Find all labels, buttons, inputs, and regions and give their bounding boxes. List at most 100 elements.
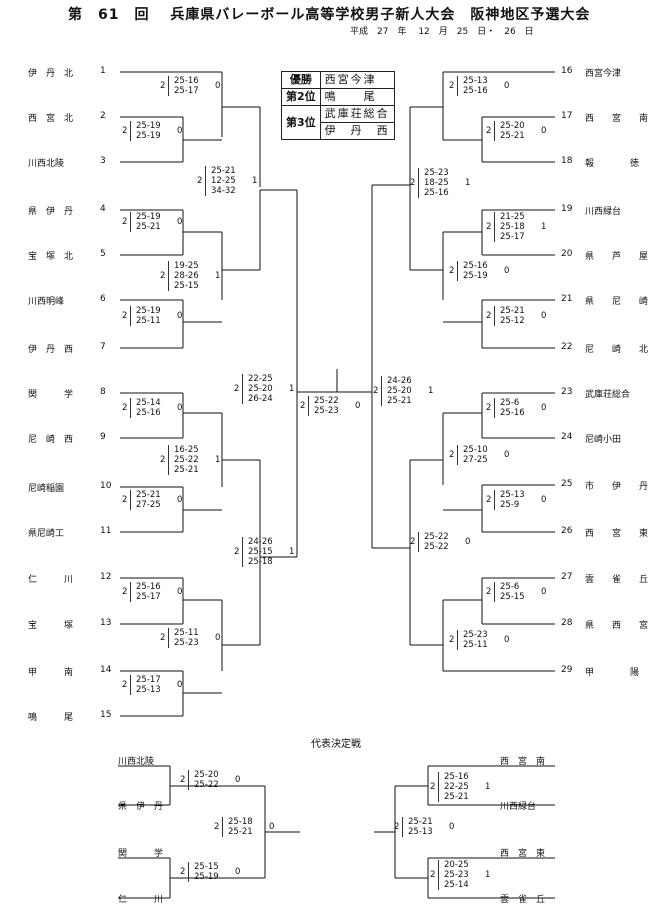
set-score: 25-11	[463, 640, 488, 650]
sets-won: 2	[486, 587, 492, 597]
score-bracket	[188, 770, 234, 790]
set-score: 25-18	[228, 817, 253, 827]
team-cell: 西宮今津	[319, 71, 395, 89]
event-dates: 平成 27 年 12 月 25 日・ 26 日	[350, 27, 534, 37]
set-score: 25-21	[136, 490, 161, 500]
team-cell: 伊 丹 西	[319, 122, 395, 140]
score-bracket	[418, 532, 464, 552]
team-name: 尼 崎 西	[28, 435, 74, 445]
team-name: 西宮今津	[585, 69, 622, 79]
set-score: 25-23	[314, 406, 339, 416]
score-bracket	[205, 166, 251, 196]
score-bracket	[457, 630, 503, 650]
set-score: 25-21	[500, 131, 525, 141]
set-score: 25-13	[408, 827, 433, 837]
seed-number: 8	[100, 387, 106, 397]
sets-won: 2	[486, 403, 492, 413]
set-score: 22-25	[444, 782, 469, 792]
set-score: 25-16	[424, 188, 449, 198]
sets-lost: 0	[177, 587, 183, 597]
team-name: 市 伊 丹	[585, 482, 649, 492]
score-bracket	[402, 817, 448, 837]
seed-number: 6	[100, 294, 106, 304]
playoff-team-left: 関 学	[118, 849, 164, 859]
set-score: 25-17	[136, 675, 161, 685]
sets-won: 2	[180, 775, 186, 785]
seed-number: 10	[100, 481, 112, 491]
team-name: 西 宮 東	[585, 529, 649, 539]
set-score: 25-21	[387, 396, 412, 406]
seed-number: 23	[561, 387, 573, 397]
score-bracket	[130, 398, 176, 418]
team-name: 雲 雀 丘	[585, 575, 649, 585]
seed-number: 16	[561, 66, 573, 76]
set-score: 25-23	[463, 630, 488, 640]
score-bracket	[130, 582, 176, 602]
set-score: 25-21	[408, 817, 433, 827]
playoff-team-right: 雲 雀 丘	[500, 895, 546, 905]
sets-won: 2	[300, 401, 306, 411]
sets-lost: 0	[504, 635, 510, 645]
team-name: 宝 塚	[28, 621, 74, 631]
seed-number: 22	[561, 342, 573, 352]
set-score: 25-19	[194, 872, 219, 882]
sets-won: 2	[122, 495, 128, 505]
set-score: 25-18	[248, 557, 273, 567]
sets-won: 2	[122, 217, 128, 227]
set-score: 25-21	[444, 792, 469, 802]
set-score: 24-26	[387, 376, 412, 386]
set-score: 25-17	[500, 232, 525, 242]
sets-won: 2	[160, 271, 166, 281]
team-name: 川西明峰	[28, 297, 65, 307]
score-bracket	[130, 490, 176, 510]
sets-lost: 0	[269, 822, 275, 832]
team-name: 西 宮 南	[585, 114, 649, 124]
team-name: 宝 塚 北	[28, 252, 74, 262]
seed-number: 20	[561, 249, 573, 259]
set-score: 25-15	[174, 281, 199, 291]
set-score: 25-23	[174, 638, 199, 648]
set-score: 25-13	[136, 685, 161, 695]
score-bracket	[457, 76, 503, 96]
sets-won: 2	[122, 126, 128, 136]
seed-number: 21	[561, 294, 573, 304]
set-score: 25-16	[463, 86, 488, 96]
score-bracket	[168, 445, 214, 475]
set-score: 25-21	[174, 465, 199, 475]
seed-number: 5	[100, 249, 106, 259]
set-score: 20-25	[444, 860, 469, 870]
sets-lost: 0	[504, 81, 510, 91]
set-score: 25-6	[500, 582, 520, 592]
seed-number: 18	[561, 156, 573, 166]
sets-lost: 1	[485, 870, 491, 880]
seed-number: 24	[561, 432, 573, 442]
sets-lost: 0	[541, 311, 547, 321]
sets-lost: 1	[215, 455, 221, 465]
team-cell: 武庫荘総合	[319, 105, 395, 123]
score-bracket	[457, 445, 503, 465]
set-score: 25-20	[248, 384, 273, 394]
sets-lost: 0	[177, 403, 183, 413]
score-bracket	[418, 168, 464, 198]
set-score: 25-19	[463, 271, 488, 281]
sets-won: 2	[430, 870, 436, 880]
sets-lost: 1	[541, 222, 547, 232]
sets-lost: 0	[541, 403, 547, 413]
sets-lost: 0	[177, 680, 183, 690]
sets-lost: 0	[177, 311, 183, 321]
sets-lost: 0	[504, 450, 510, 460]
